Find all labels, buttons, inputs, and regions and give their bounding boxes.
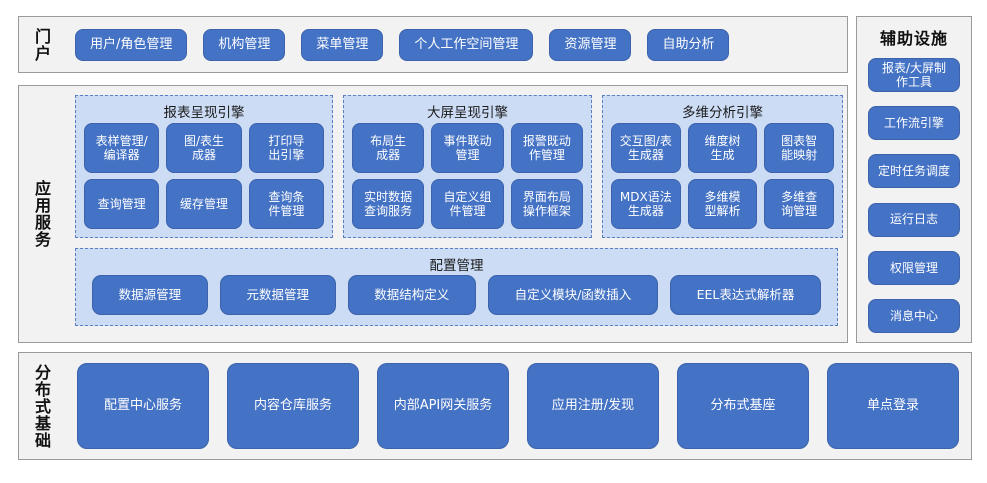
auxiliary-item-message-center[interactable]: 消息中心 (868, 298, 960, 333)
engine-group-olap: 多维分析引擎 交互图/表 生成器 维度树 生成 图表智 能映射 MDX语法 生成… (602, 95, 843, 238)
engine-group-big-screen: 大屏呈现引擎 布局生 成器 事件联动 管理 报警既动 作管理 实时数据 查询服务… (343, 95, 592, 238)
engine-group-report: 报表呈现引擎 表样管理/ 编译器 图/表生 成器 打印导 出引擎 查询管理 缓存… (75, 95, 333, 238)
portal-item-org[interactable]: 机构管理 (203, 28, 286, 61)
auxiliary-item-runtime-log[interactable]: 运行日志 (868, 202, 960, 237)
engine-item-query-condition-management[interactable]: 查询条 件管理 (248, 179, 324, 229)
portal-section-label: 门户 (31, 27, 51, 62)
portal-item-resource[interactable]: 资源管理 (549, 28, 632, 61)
dist-item-config-center-service[interactable]: 配置中心服务 (77, 363, 209, 449)
distributed-base-item-list: 配置中心服务 内容仓库服务 内部API网关服务 应用注册/发现 分布式基座 单点… (77, 363, 959, 449)
dist-item-distributed-foundation[interactable]: 分布式基座 (677, 363, 809, 449)
engine-item-event-linkage-management[interactable]: 事件联动 管理 (431, 123, 504, 173)
auxiliary-item-permission-management[interactable]: 权限管理 (868, 250, 960, 285)
portal-section: 门户 用户/角色管理 机构管理 菜单管理 个人工作空间管理 资源管理 自助分析 (18, 16, 848, 73)
auxiliary-section-label: 辅助设施 (879, 29, 948, 48)
engine-title-olap: 多维分析引擎 (682, 105, 763, 121)
distributed-base-section-label: 分布式基础 (31, 363, 51, 449)
engine-items-big-screen: 布局生 成器 事件联动 管理 报警既动 作管理 实时数据 查询服务 自定义组 件… (352, 123, 583, 229)
app-services-section-label: 应用服务 (31, 180, 51, 248)
engine-item-layout-generator[interactable]: 布局生 成器 (352, 123, 425, 173)
engine-items-olap: 交互图/表 生成器 维度树 生成 图表智 能映射 MDX语法 生成器 多维模 型… (611, 123, 834, 229)
engine-item-multidim-model-parser[interactable]: 多维模 型解析 (687, 179, 758, 229)
engine-items-report: 表样管理/ 编译器 图/表生 成器 打印导 出引擎 查询管理 缓存管理 查询条 … (84, 123, 324, 229)
config-item-metadata-management[interactable]: 元数据管理 (219, 275, 336, 315)
engine-item-multidim-query-management[interactable]: 多维查 询管理 (764, 179, 834, 229)
engine-item-custom-component-management[interactable]: 自定义组 件管理 (431, 179, 504, 229)
portal-item-self-service[interactable]: 自助分析 (647, 28, 730, 61)
engine-item-print-export-engine[interactable]: 打印导 出引擎 (248, 123, 324, 173)
dist-item-content-repository-service[interactable]: 内容仓库服务 (227, 363, 359, 449)
engine-item-ui-layout-framework[interactable]: 界面布局 操作框架 (510, 179, 583, 229)
portal-item-workspace[interactable]: 个人工作空间管理 (399, 28, 534, 61)
engine-item-dimension-tree-generator[interactable]: 维度树 生成 (687, 123, 758, 173)
app-services-section: 应用服务 报表呈现引擎 表样管理/ 编译器 图/表生 成器 打印导 出引擎 查询… (18, 85, 848, 343)
portal-item-user-role[interactable]: 用户/角色管理 (75, 28, 188, 61)
config-management-title: 配置管理 (429, 258, 484, 274)
engine-item-alarm-action-management[interactable]: 报警既动 作管理 (510, 123, 583, 173)
config-management-items: 数据源管理 元数据管理 数据结构定义 自定义模块/函数插入 EEL表达式解析器 (92, 275, 822, 315)
engine-title-big-screen: 大屏呈现引擎 (427, 105, 508, 121)
auxiliary-item-workflow-engine[interactable]: 工作流引擎 (868, 106, 960, 141)
auxiliary-section: 辅助设施 报表/大屏制 作工具 工作流引擎 定时任务调度 运行日志 权限管理 消… (856, 16, 972, 343)
engine-item-chart-table-generator[interactable]: 图/表生 成器 (166, 123, 242, 173)
dist-item-internal-api-gateway-service[interactable]: 内部API网关服务 (377, 363, 509, 449)
auxiliary-item-scheduled-task[interactable]: 定时任务调度 (868, 154, 960, 189)
engine-item-table-template-compiler[interactable]: 表样管理/ 编译器 (84, 123, 160, 173)
engine-item-realtime-data-query-service[interactable]: 实时数据 查询服务 (352, 179, 425, 229)
engine-item-chart-smart-mapping[interactable]: 图表智 能映射 (764, 123, 834, 173)
engine-item-query-management[interactable]: 查询管理 (84, 179, 160, 229)
config-item-eel-expression-parser[interactable]: EEL表达式解析器 (669, 275, 822, 315)
engine-item-mdx-syntax-generator[interactable]: MDX语法 生成器 (611, 179, 681, 229)
config-item-data-structure-definition[interactable]: 数据结构定义 (347, 275, 476, 315)
config-item-datasource-management[interactable]: 数据源管理 (92, 275, 208, 315)
engine-item-interactive-chart-generator[interactable]: 交互图/表 生成器 (611, 123, 681, 173)
app-services-content: 报表呈现引擎 表样管理/ 编译器 图/表生 成器 打印导 出引擎 查询管理 缓存… (75, 95, 843, 333)
dist-item-single-sign-on[interactable]: 单点登录 (827, 363, 959, 449)
auxiliary-item-list: 报表/大屏制 作工具 工作流引擎 定时任务调度 运行日志 权限管理 消息中心 (857, 58, 971, 342)
portal-item-list: 用户/角色管理 机构管理 菜单管理 个人工作空间管理 资源管理 自助分析 (75, 17, 839, 72)
config-management-group: 配置管理 数据源管理 元数据管理 数据结构定义 自定义模块/函数插入 EEL表达… (75, 248, 838, 326)
config-item-custom-module-function[interactable]: 自定义模块/函数插入 (487, 275, 658, 315)
dist-item-app-registry-discovery[interactable]: 应用注册/发现 (527, 363, 659, 449)
engine-title-report: 报表呈现引擎 (163, 105, 245, 121)
engine-item-cache-management[interactable]: 缓存管理 (166, 179, 242, 229)
portal-item-menu[interactable]: 菜单管理 (301, 28, 384, 61)
auxiliary-item-report-screen-designer[interactable]: 报表/大屏制 作工具 (868, 58, 960, 92)
distributed-base-section: 分布式基础 配置中心服务 内容仓库服务 内部API网关服务 应用注册/发现 分布… (18, 352, 972, 460)
